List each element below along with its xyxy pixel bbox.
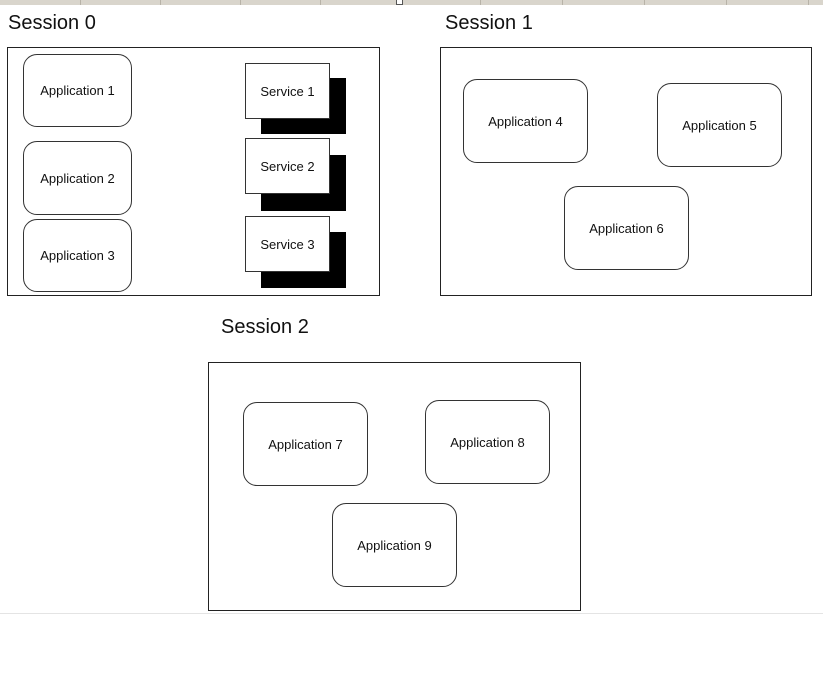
- session-2-title: Session 2: [221, 316, 309, 338]
- service-node-3[interactable]: Service 3: [245, 216, 330, 272]
- app-node-6[interactable]: Application 6: [564, 186, 689, 270]
- ruler-tick: [562, 0, 563, 5]
- app-node-2[interactable]: Application 2: [23, 141, 132, 215]
- session-0-title: Session 0: [8, 12, 96, 34]
- ruler-tick: [160, 0, 161, 5]
- app-node-7[interactable]: Application 7: [243, 402, 368, 486]
- app-node-5[interactable]: Application 5: [657, 83, 782, 167]
- ruler-tick: [480, 0, 481, 5]
- ruler-tick: [644, 0, 645, 5]
- ruler-tick: [240, 0, 241, 5]
- session-0-box: Application 1 Application 2 Application …: [7, 47, 380, 296]
- app-node-3[interactable]: Application 3: [23, 219, 132, 292]
- service-node-1[interactable]: Service 1: [245, 63, 330, 119]
- service-node-2[interactable]: Service 2: [245, 138, 330, 194]
- page-divider: [0, 613, 823, 614]
- ruler-tick: [808, 0, 809, 5]
- app-node-4[interactable]: Application 4: [463, 79, 588, 163]
- session-1-box: Application 4 Application 5 Application …: [440, 47, 812, 296]
- window-top-bar: [0, 0, 823, 5]
- ruler-tick: [726, 0, 727, 5]
- ruler-tick: [80, 0, 81, 5]
- app-node-1[interactable]: Application 1: [23, 54, 132, 127]
- session-2-box: Application 7 Application 8 Application …: [208, 362, 581, 611]
- resize-handle[interactable]: [396, 0, 403, 5]
- app-node-9[interactable]: Application 9: [332, 503, 457, 587]
- ruler-tick: [320, 0, 321, 5]
- app-node-8[interactable]: Application 8: [425, 400, 550, 484]
- session-1-title: Session 1: [445, 12, 533, 34]
